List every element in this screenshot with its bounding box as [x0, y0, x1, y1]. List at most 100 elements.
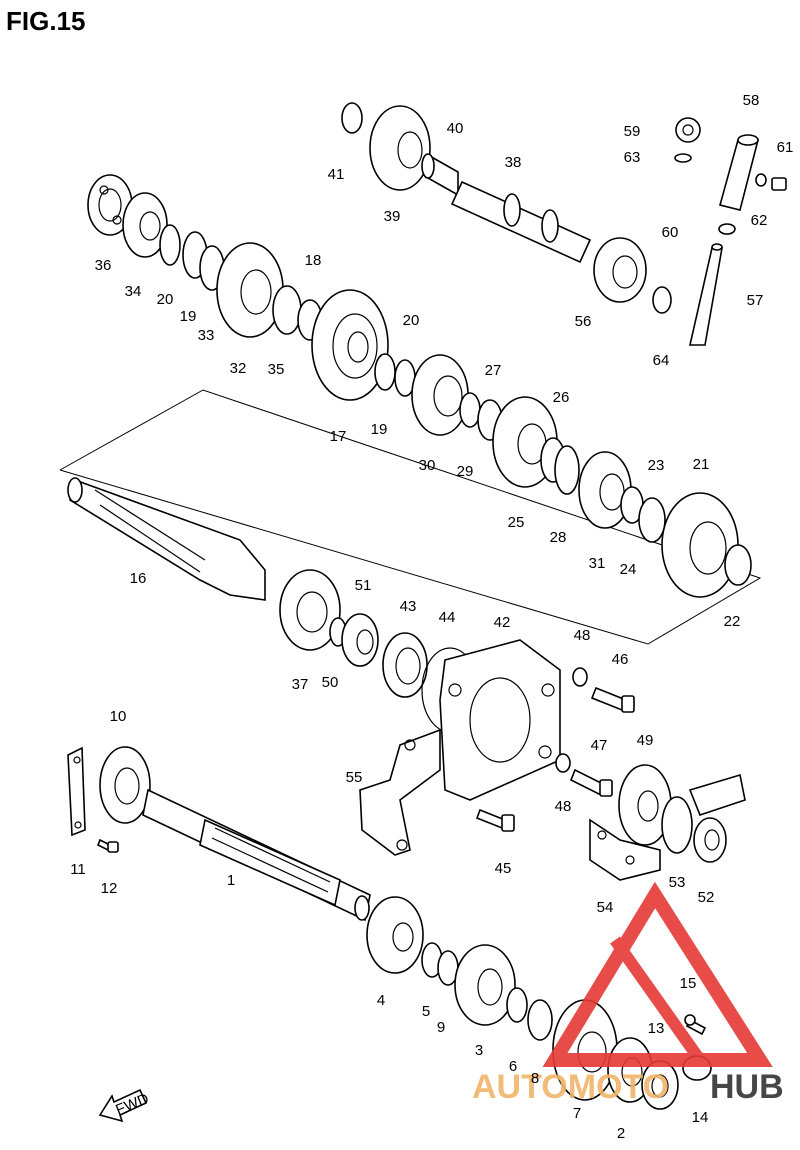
- part-label-p28: 28: [550, 529, 567, 546]
- gear-3: [454, 944, 516, 1026]
- part-label-p59: 59: [624, 123, 641, 140]
- circlip-23: [638, 497, 666, 543]
- bolt-46: [590, 686, 635, 713]
- part-label-p19: 19: [180, 308, 197, 325]
- washer-53: [661, 796, 693, 854]
- bolt-61: [771, 177, 787, 191]
- part-label-p1: 1: [227, 872, 235, 889]
- part-label-p6: 6: [509, 1058, 517, 1075]
- part-labels: 1234567891011121314151617181919202021222…: [70, 92, 793, 1142]
- washer-60: [718, 223, 736, 235]
- washer-35: [272, 285, 302, 335]
- mainshaft-1: [142, 788, 371, 922]
- gear-56: [593, 237, 647, 303]
- part-label-p46: 46: [612, 651, 629, 668]
- bushing-8: [527, 999, 553, 1041]
- part-label-p22: 22: [724, 613, 741, 630]
- part-label-p50: 50: [322, 674, 339, 691]
- retainer-plate-11: [67, 746, 86, 837]
- part-label-p20: 20: [157, 291, 174, 308]
- part-label-p39: 39: [384, 208, 401, 225]
- bushing-40: [421, 153, 459, 197]
- part-label-p48: 48: [574, 627, 591, 644]
- part-label-p21: 21: [693, 456, 710, 473]
- part-label-p53: 53: [669, 874, 686, 891]
- bracket-55: [359, 728, 441, 856]
- bearing-retainer-42: [439, 639, 561, 801]
- part-label-p2: 2: [617, 1125, 625, 1142]
- gear-4: [366, 896, 424, 974]
- part-label-p5: 5: [422, 1003, 430, 1020]
- countershaft-group-outline: [59, 389, 762, 645]
- shaft-38: [450, 180, 592, 264]
- part-label-p36: 36: [95, 257, 112, 274]
- watermark-triangle-icon: [542, 881, 773, 1067]
- gear-59: [675, 117, 701, 143]
- washer-48b: [555, 753, 571, 773]
- part-label-p33: 33: [198, 327, 215, 344]
- washer-20: [159, 224, 181, 266]
- part-label-p54: 54: [597, 899, 614, 916]
- part-label-p20b: 20: [403, 312, 420, 329]
- gear-30: [411, 354, 469, 436]
- part-label-p37: 37: [292, 676, 309, 693]
- screw-15: [684, 1014, 707, 1036]
- part-label-p45: 45: [495, 860, 512, 877]
- part-label-p24: 24: [620, 561, 637, 578]
- gear-17: [311, 289, 389, 401]
- part-label-p10: 10: [110, 708, 127, 725]
- part-label-p26: 26: [553, 389, 570, 406]
- shaft-58: [719, 134, 760, 211]
- bolt-47: [569, 768, 613, 797]
- bearing-10: [99, 746, 151, 824]
- gear-39: [369, 105, 431, 191]
- washer-29: [459, 392, 481, 428]
- part-label-p62: 62: [751, 212, 768, 229]
- washer-62: [755, 173, 767, 187]
- part-label-p42: 42: [494, 614, 511, 631]
- part-label-p41: 41: [328, 166, 345, 183]
- washer-41: [341, 102, 363, 134]
- shaft-57: [688, 243, 723, 346]
- part-label-p64: 64: [653, 352, 670, 369]
- part-label-p61: 61: [777, 139, 794, 156]
- part-label-p56: 56: [575, 313, 592, 330]
- part-label-p12: 12: [101, 880, 118, 897]
- part-label-p16: 16: [130, 570, 147, 587]
- bushing-28: [554, 445, 580, 495]
- part-label-p25: 25: [508, 514, 525, 531]
- shift-cam-group: [341, 102, 787, 346]
- part-label-p52: 52: [698, 889, 715, 906]
- part-label-p11: 11: [70, 861, 86, 878]
- part-label-p51: 51: [355, 577, 372, 594]
- part-label-p30: 30: [419, 457, 436, 474]
- part-label-p38: 38: [505, 154, 522, 171]
- part-label-p48b: 48: [555, 798, 572, 815]
- part-label-p49: 49: [637, 732, 654, 749]
- watermark-text-right: HUB: [710, 1068, 784, 1106]
- part-label-p18: 18: [305, 252, 322, 269]
- gear-32: [216, 242, 284, 338]
- part-label-p17: 17: [330, 428, 347, 445]
- circlip-19b: [374, 353, 396, 391]
- chain-54: [589, 773, 746, 881]
- drive-gear-stack: [87, 174, 752, 598]
- part-label-p55: 55: [346, 769, 363, 786]
- forward-arrow-icon: FWD: [98, 1088, 151, 1123]
- bearing-37: [279, 569, 341, 651]
- part-label-p47: 47: [591, 737, 608, 754]
- gear-21: [661, 492, 739, 598]
- clip-63: [674, 153, 692, 163]
- part-label-p63: 63: [624, 149, 641, 166]
- part-label-p31: 31: [589, 555, 606, 572]
- washer-6: [506, 987, 528, 1023]
- part-label-p7: 7: [573, 1105, 581, 1122]
- bolt-45: [475, 808, 515, 832]
- part-label-p27: 27: [485, 362, 502, 379]
- watermark-text-left: AUTOMOTO: [472, 1068, 669, 1106]
- part-label-p13: 13: [648, 1020, 665, 1037]
- washer-64: [652, 286, 672, 314]
- fwd-label: FWD: [113, 1090, 151, 1119]
- part-label-p40: 40: [447, 120, 464, 137]
